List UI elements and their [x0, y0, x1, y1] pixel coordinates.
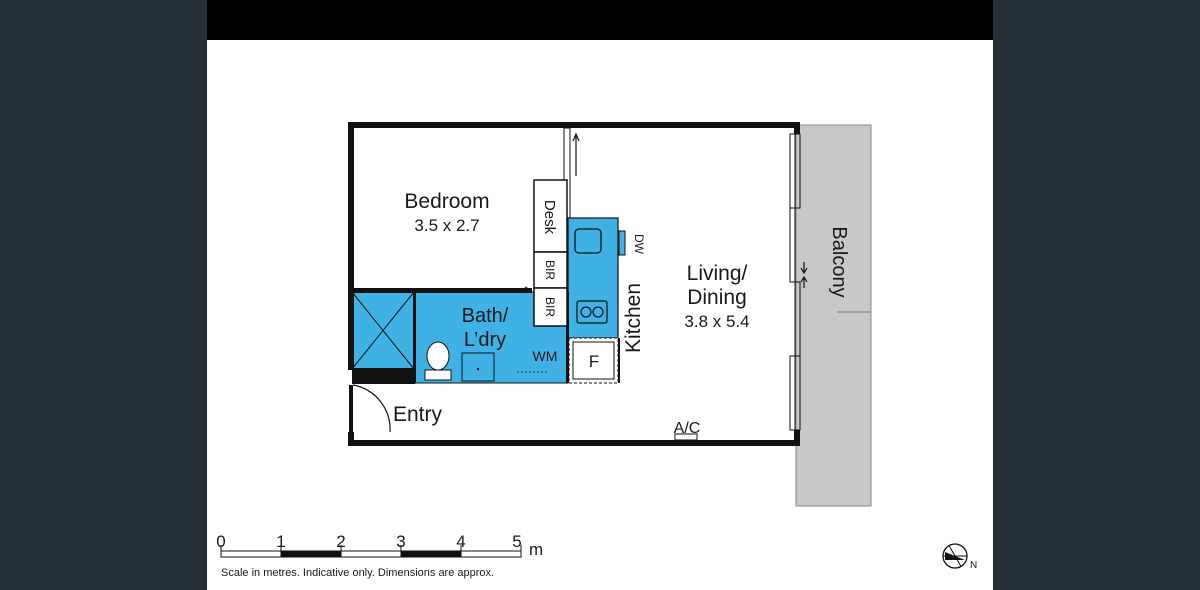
robe-1	[533, 251, 568, 289]
living-label-line1: Living/	[687, 262, 748, 285]
desk	[533, 179, 568, 253]
washing-machine-label: WM	[533, 348, 558, 364]
air-con-label: A/C	[674, 420, 701, 437]
bedroom-label: Bedroom	[404, 190, 489, 213]
desk-label: Desk	[541, 200, 558, 235]
scale-tick-0: 0	[216, 532, 225, 551]
partition-arrow	[572, 132, 580, 176]
bath-label-line1: Bath/	[462, 305, 509, 327]
entry-door-swing	[352, 384, 391, 433]
scale-tick-4: 4	[456, 532, 465, 551]
balcony-label: Balcony	[828, 226, 850, 297]
wall-bedroom-bottom	[352, 288, 532, 293]
bir-door-arrow	[524, 286, 533, 294]
floor-plan-drawing: Bedroom 3.5 x 2.7 Living/ Dining 3.8 x 5…	[216, 122, 977, 579]
door-arrow-up	[800, 275, 808, 288]
entry-label: Entry	[393, 403, 443, 426]
floor-plan-sheet: Bedroom 3.5 x 2.7 Living/ Dining 3.8 x 5…	[207, 0, 993, 590]
scale-tick-3: 3	[396, 532, 405, 551]
living-dims: 3.8 x 5.4	[684, 312, 749, 331]
toilet-bowl	[426, 341, 450, 371]
entry-door-leaf	[349, 385, 353, 432]
scale-tick-1: 1	[276, 532, 285, 551]
scale-tick-2: 2	[336, 532, 345, 551]
outer-wall-bottom	[348, 440, 800, 446]
robe-2	[533, 287, 568, 327]
outer-wall-left-upper	[348, 122, 354, 370]
fridge-label: F	[589, 352, 599, 371]
wall-bath-left	[413, 292, 416, 383]
balcony-area	[795, 124, 872, 507]
scale-bar	[220, 545, 522, 558]
toilet-cistern	[424, 369, 452, 381]
north-compass-icon	[942, 543, 968, 569]
wall-bath-right	[566, 292, 569, 383]
outer-wall-right-top	[794, 122, 800, 134]
bir-label-2: BIR	[543, 297, 557, 317]
cooktop	[576, 300, 608, 324]
bir-label-1: BIR	[543, 260, 557, 280]
bedroom-dims: 3.5 x 2.7	[414, 216, 479, 235]
dishwasher-label: DW	[632, 234, 646, 255]
door-arrow-down	[800, 262, 808, 275]
bath-label-line2: L’dry	[464, 329, 506, 351]
scale-unit: m	[529, 540, 543, 559]
kitchen-label: Kitchen	[622, 283, 645, 353]
outer-wall-left-lower	[348, 432, 354, 446]
scale-tick-5: 5	[512, 532, 521, 551]
outer-wall-top	[348, 122, 800, 128]
vanity-basin	[461, 352, 495, 382]
living-label-line2: Dining	[687, 286, 747, 309]
air-con-unit	[674, 433, 698, 441]
fridge-box	[572, 341, 615, 380]
kitchen-sink	[574, 228, 602, 254]
shower-cross-2	[351, 291, 415, 370]
balcony-sliding-doors	[789, 133, 801, 431]
basin-drain	[476, 367, 480, 371]
north-label: N	[970, 560, 977, 571]
top-black-bar	[207, 0, 993, 40]
dishwasher-box	[618, 230, 626, 256]
outer-wall-right-bottom	[794, 430, 800, 446]
burner-2	[592, 306, 604, 318]
kitchen-bench	[567, 217, 619, 339]
wall-bath-bottom	[352, 368, 415, 384]
scale-note: Scale in metres. Indicative only. Dimens…	[221, 567, 494, 579]
burner-1	[580, 306, 592, 318]
